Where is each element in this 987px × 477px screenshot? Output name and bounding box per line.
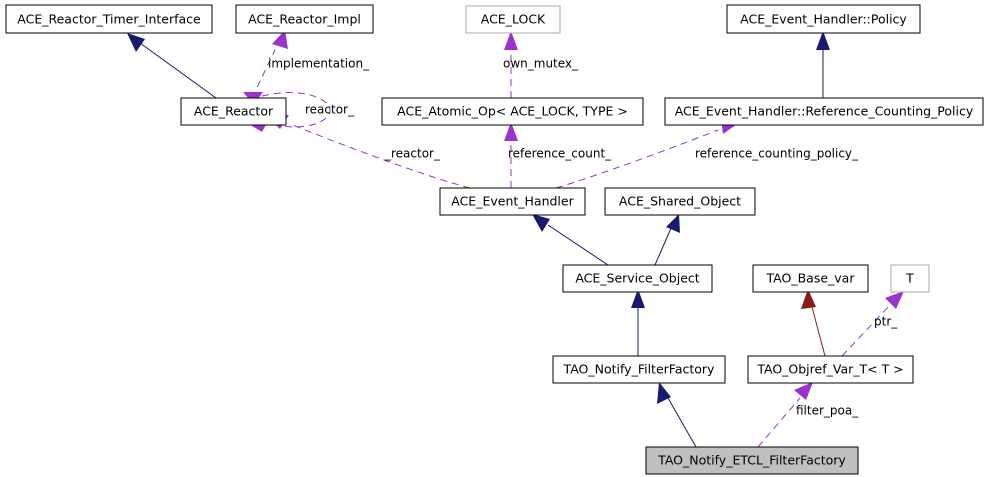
node-ace-shared-object[interactable]: ACE_Shared_Object: [604, 187, 756, 216]
edge-reactor-to-timer-interface: [127, 33, 217, 99]
edge-etcl-to-objref-var: [757, 382, 813, 448]
node-ace-reactor-timer-interface[interactable]: ACE_Reactor_Timer_Interface: [5, 4, 213, 34]
edge-etcl-to-notify-filterfactory: [657, 382, 697, 448]
node-label: ACE_Reactor_Timer_Interface: [17, 12, 201, 27]
node-t-param[interactable]: T: [890, 264, 930, 293]
edge-label-own-mutex: own_mutex_: [503, 57, 579, 71]
edge-label-filter-poa: filter_poa_: [796, 404, 859, 418]
node-ace-event-handler[interactable]: ACE_Event_Handler: [439, 187, 586, 216]
node-label: ACE_Event_Handler::Policy: [740, 12, 907, 27]
edge-label-ptr: ptr_: [874, 315, 898, 329]
node-label: TAO_Notify_ETCL_FilterFactory: [657, 453, 846, 468]
node-label: ACE_Atomic_Op< ACE_LOCK, TYPE >: [397, 104, 628, 119]
edge-label-implementation: implementation_: [268, 57, 370, 71]
node-tao-notify-etcl-filterfactory[interactable]: TAO_Notify_ETCL_FilterFactory: [645, 446, 859, 475]
node-label: ACE_Event_Handler::Reference_Counting_Po…: [675, 104, 974, 119]
edge-label-reference-count: reference_count_: [508, 147, 612, 161]
node-label: ACE_LOCK: [481, 12, 546, 27]
node-label: ACE_Event_Handler: [451, 194, 574, 209]
node-label: TAO_Base_var: [766, 271, 856, 286]
node-tao-objref-var-t[interactable]: TAO_Objref_Var_T< T >: [747, 355, 914, 384]
edge-objref-var-to-base-var: [801, 289, 826, 357]
node-label: T: [905, 271, 914, 286]
edge-service-object-to-event-handler: [532, 214, 609, 266]
node-label: ACE_Reactor_Impl: [248, 12, 361, 27]
node-label: TAO_Objref_Var_T< T >: [756, 362, 903, 377]
edge-reactor-to-reactor-impl: [251, 30, 288, 99]
edge-ref-counting-policy-to-policy: [816, 31, 830, 98]
node-ace-atomic-op[interactable]: ACE_Atomic_Op< ACE_LOCK, TYPE >: [381, 97, 644, 126]
node-ace-lock[interactable]: ACE_LOCK: [465, 5, 561, 34]
node-ace-reference-counting-policy[interactable]: ACE_Event_Handler::Reference_Counting_Po…: [664, 97, 984, 126]
edge-label-reactor: _reactor_: [384, 147, 441, 161]
node-label: TAO_Notify_FilterFactory: [563, 362, 716, 377]
edge-atomic-op-to-lock: [504, 31, 518, 98]
edge-event-handler-to-atomic-op: [504, 122, 518, 188]
edge-service-object-to-shared-object: [654, 214, 680, 266]
node-label: ACE_Reactor: [194, 104, 274, 119]
edge-label-reactor-self: reactor_: [305, 103, 355, 117]
node-ace-event-handler-policy[interactable]: ACE_Event_Handler::Policy: [726, 4, 921, 34]
node-ace-reactor[interactable]: ACE_Reactor: [180, 97, 287, 126]
node-label: ACE_Service_Object: [575, 271, 699, 286]
edge-notify-filterfactory-to-service-object: [631, 289, 645, 356]
node-ace-reactor-impl[interactable]: ACE_Reactor_Impl: [235, 4, 374, 34]
node-tao-base-var[interactable]: TAO_Base_var: [752, 264, 869, 293]
edge-objref-var-to-t: [841, 291, 904, 357]
node-tao-notify-filterfactory[interactable]: TAO_Notify_FilterFactory: [552, 355, 726, 384]
node-ace-service-object[interactable]: ACE_Service_Object: [562, 264, 713, 293]
node-label: ACE_Shared_Object: [619, 194, 741, 209]
edge-label-reference-counting-policy: reference_counting_policy_: [695, 147, 859, 161]
